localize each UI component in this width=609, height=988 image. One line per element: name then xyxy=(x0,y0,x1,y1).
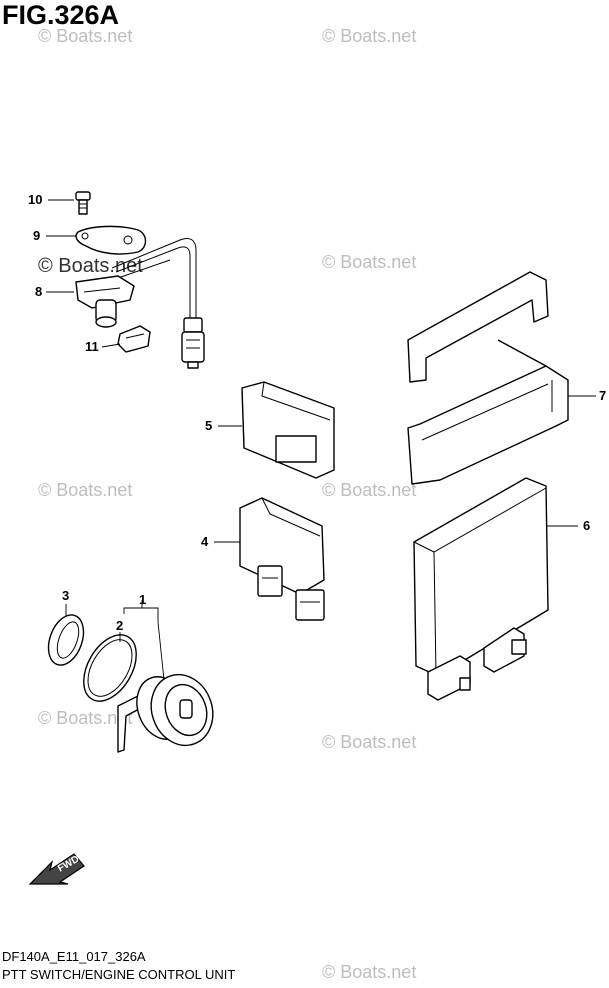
callout-numbers: 1 2 3 4 5 6 7 8 9 10 11 xyxy=(28,192,606,633)
watermark: © Boats.net xyxy=(38,480,132,500)
leader-line xyxy=(101,343,121,348)
watermark: © Boats.net xyxy=(38,26,132,46)
callout-7: 7 xyxy=(599,388,606,403)
wire-harness xyxy=(111,237,197,318)
callout-4: 4 xyxy=(201,534,209,549)
part-7-holder xyxy=(407,271,569,485)
part-11-clip xyxy=(117,325,151,353)
watermark: © Boats.net xyxy=(322,26,416,46)
watermark: © Boats.net xyxy=(322,480,416,500)
part-connector xyxy=(181,317,205,369)
watermark: © Boats.net xyxy=(322,252,416,272)
part-8-switch xyxy=(75,275,135,328)
watermark: © Boats.net xyxy=(322,732,416,752)
part-5-cover xyxy=(241,381,335,479)
part-2-oring xyxy=(83,634,137,702)
callout-6: 6 xyxy=(583,518,590,533)
section-title: PTT SWITCH/ENGINE CONTROL UNIT xyxy=(2,967,236,982)
part-10-bolt xyxy=(75,191,91,215)
callout-9: 9 xyxy=(33,228,40,243)
callout-11: 11 xyxy=(85,339,99,354)
model-code: DF140A_E11_017_326A xyxy=(2,949,146,964)
watermark-group: © Boats.net © Boats.net © Boats.net © Bo… xyxy=(38,26,416,982)
part-1-ptt-switch xyxy=(117,673,214,753)
callout-3: 3 xyxy=(62,588,69,603)
watermark-prominent: © Boats.net xyxy=(38,255,143,277)
callout-2: 2 xyxy=(116,618,123,633)
part-4-module xyxy=(239,497,325,621)
fwd-arrow-icon: FWD xyxy=(28,853,85,885)
figure-title: FIG.326A xyxy=(2,0,120,30)
watermark: © Boats.net xyxy=(38,708,132,728)
part-3-ring xyxy=(47,614,85,666)
callout-1: 1 xyxy=(139,592,146,607)
callout-8: 8 xyxy=(35,284,42,299)
leader-line xyxy=(123,607,165,681)
callout-10: 10 xyxy=(28,192,42,207)
part-9-bracket xyxy=(75,225,147,255)
part-6-ecu xyxy=(413,477,549,701)
callout-5: 5 xyxy=(205,418,212,433)
watermark: © Boats.net xyxy=(322,962,416,982)
